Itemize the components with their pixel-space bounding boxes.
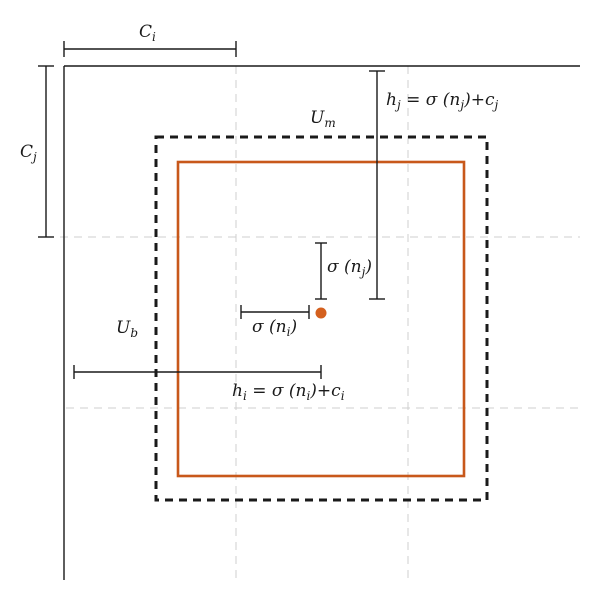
axes — [63, 65, 580, 580]
label-hj-formula: hj = σ (nj)+cj — [386, 90, 498, 112]
bracket-cj — [38, 65, 54, 238]
dimension-brackets — [38, 41, 385, 379]
label-hi-formula: hi = σ (ni)+ci — [232, 381, 345, 403]
bracket-hi — [73, 365, 322, 379]
bracket-sigma-ni — [240, 305, 310, 319]
label-sigma-nj: σ (nj) — [327, 257, 372, 279]
label-ub: Ub — [116, 318, 138, 340]
label-sigma-ni: σ (ni) — [252, 317, 297, 339]
inner-box-ub — [176, 160, 466, 478]
label-ci: Ci — [139, 22, 156, 44]
label-cj: Cj — [20, 142, 37, 164]
bracket-hj — [369, 70, 385, 300]
bracket-ci — [63, 41, 237, 57]
center-node-dot — [315, 307, 327, 319]
bracket-sigma-nj — [315, 242, 327, 300]
grid-lines — [46, 66, 580, 580]
label-um: Um — [310, 108, 336, 130]
outer-dashed-box-um — [154, 135, 489, 502]
